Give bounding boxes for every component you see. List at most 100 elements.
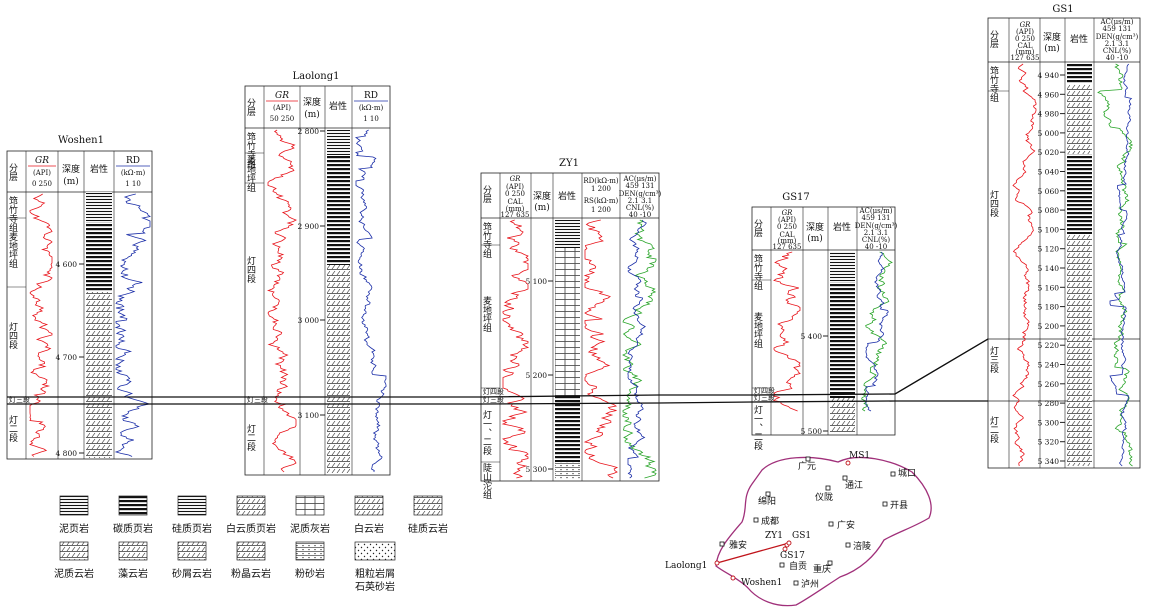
depth-tick: 5 060	[1038, 187, 1060, 196]
depth-tick: 5 240	[1038, 361, 1060, 370]
legend-swatch	[177, 495, 207, 516]
header-rd: RD	[126, 156, 140, 166]
legend-swatch	[354, 541, 396, 561]
header-fenceng: 分层	[752, 219, 763, 238]
map-marker	[719, 541, 725, 547]
gr-curve	[501, 219, 530, 479]
header-gr-unit: (API)	[506, 183, 524, 191]
map-label: 自贡	[789, 560, 807, 572]
map-marker	[730, 575, 736, 581]
formation-deng3: 灯三段	[483, 395, 504, 404]
formation-deng4: 灯四段	[483, 387, 504, 396]
map-label: Laolong1	[665, 561, 707, 571]
header-gr-range: 0 250	[505, 190, 525, 198]
section-line	[716, 542, 790, 564]
header-depth-unit: (m)	[63, 176, 79, 187]
rs-curve	[583, 219, 619, 479]
map-label: 广安	[837, 519, 855, 531]
header-cal-range: 127 635	[1011, 54, 1040, 62]
header-cnl-range: 40 -10	[1106, 54, 1128, 62]
header-cnl-range: 40 -10	[629, 211, 651, 219]
depth-tick: 4 980	[1038, 110, 1060, 119]
map-label: 泸州	[801, 579, 819, 590]
header-cal-unit: (mm)	[778, 237, 797, 245]
legend-swatch	[177, 541, 207, 561]
formation-maidiping: 麦地坪组	[481, 295, 492, 332]
header-den-range: 2.1 3.1	[628, 197, 653, 205]
formation-deng3: 灯三段	[247, 395, 268, 404]
formation-maidiping: 麦地坪组	[7, 231, 18, 268]
header-lith: 岩性	[558, 190, 576, 202]
header-gr: GR	[782, 209, 794, 217]
header-gr-unit: (API)	[273, 104, 291, 112]
legend-label: 硅质页岩	[172, 522, 212, 535]
gr-curve	[773, 251, 801, 412]
header-depth: 深度	[303, 96, 321, 108]
formation-deng2: 灯二段	[988, 416, 999, 444]
well-title: GS17	[782, 192, 810, 203]
header-gr-unit: (API)	[33, 169, 51, 177]
header-gr-range: 0 250	[777, 223, 797, 231]
header-cal-range: 127 635	[501, 211, 530, 219]
depth-tick: 5 340	[1038, 457, 1060, 466]
header-rd-range: 1 10	[363, 115, 379, 123]
map-label: 广元	[798, 460, 816, 472]
legend-swatch	[118, 495, 148, 516]
well-title: Laolong1	[292, 71, 339, 82]
depth-tick: 4 960	[1038, 90, 1060, 99]
formation-deng3: 灯三段	[988, 346, 999, 374]
well-laolong1: Laolong1 分层 GR (API) 50 250 深度 (m) 岩性 RD…	[244, 71, 391, 476]
cnl-curve	[622, 219, 657, 479]
formation-deng4: 灯四段	[245, 256, 256, 284]
depth-tick: 5 300	[526, 465, 548, 474]
header-lith: 岩性	[90, 163, 108, 175]
depth-ticks: 2 800 2 900 3 000 3 100	[298, 127, 325, 420]
header-cal-unit: (mm)	[506, 205, 525, 213]
depth-tick: 5 500	[801, 427, 823, 436]
map-marker	[845, 460, 851, 466]
map-label: 仪陇	[815, 491, 833, 503]
formation-deng2: 灯二段	[245, 424, 256, 452]
map-marker	[890, 471, 896, 477]
map-label: 城口	[898, 468, 916, 479]
depth-tick: 4 700	[56, 353, 78, 362]
legend: 泥页岩碳质页岩硅质页岩白云质页岩泥质灰岩白云岩硅质云岩泥质云岩藻云岩砂屑云岩粉晶…	[54, 495, 448, 593]
well-title: GS1	[1052, 4, 1073, 15]
depth-tick: 5 120	[1038, 245, 1060, 254]
depth-tick: 5 400	[801, 332, 823, 341]
map-marker	[753, 517, 759, 523]
map-label: GS1	[792, 531, 811, 541]
header-lith: 岩性	[329, 100, 347, 112]
legend-label: 粗粒岩屑	[355, 567, 395, 580]
map-marker	[793, 580, 799, 586]
map-marker	[827, 560, 833, 566]
depth-tick: 5 320	[1038, 438, 1060, 447]
header-cal: CAL	[1017, 42, 1032, 50]
well-woshen1: Woshen1 分层 GR (API) 0 250 深度 (m) 岩性 RD (…	[6, 135, 153, 460]
header-gr: GR	[275, 91, 289, 101]
depth-ticks: 5 400 5 500	[801, 332, 828, 436]
header-rd-unit: (kΩ·m)	[359, 104, 384, 112]
header-gr-range: 0 250	[32, 180, 52, 188]
header-ac: AC(μs/m)	[858, 207, 892, 215]
header-rs: RS(kΩ·m)	[584, 197, 619, 205]
header-gr: GR	[510, 175, 522, 183]
depth-tick: 5 140	[1038, 264, 1060, 273]
depth-tick: 5 300	[1038, 418, 1060, 427]
map-label: ZY1	[765, 531, 783, 541]
header-gr-unit: (API)	[778, 216, 796, 224]
formation-deng4: 灯四段	[754, 386, 775, 395]
gr-curve	[29, 193, 53, 457]
header-gr-unit: (API)	[1016, 28, 1034, 36]
legend-label: 白云岩	[354, 522, 384, 535]
depth-tick: 5 200	[526, 371, 548, 380]
den-curve	[627, 219, 647, 479]
formation-qiongzhusi: 筇竹寺组	[752, 253, 763, 290]
depth-tick: 5 020	[1038, 148, 1060, 157]
formation-deng3: 灯三段	[9, 395, 30, 404]
header-fenceng: 分层	[481, 185, 492, 204]
header-cal-range: 127 635	[773, 243, 802, 251]
header-gr: GR	[35, 156, 49, 166]
legend-swatch	[295, 541, 325, 561]
